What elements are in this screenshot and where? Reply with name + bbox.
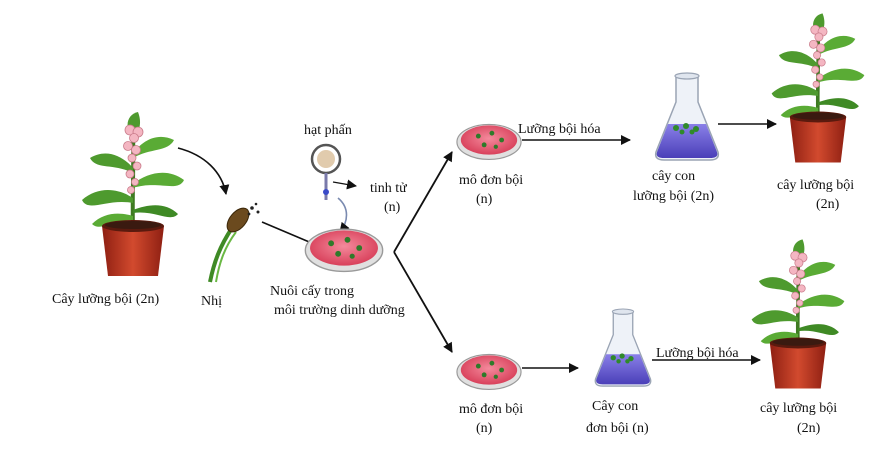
- parent-plant-label: Cây lưỡng bội (2n): [52, 292, 160, 307]
- flask-bottom-label-line1: Cây con: [592, 399, 639, 414]
- culture-label-line1: Nuôi cấy trong: [270, 284, 354, 299]
- stamen-icon: [208, 202, 260, 283]
- haploid-tissue-bottom-dish-icon: [456, 353, 522, 391]
- plant-top-icon: [769, 11, 867, 165]
- plant-top-label-line1: cây lưỡng bội: [777, 178, 855, 193]
- haploid-tissue-top-label-line2: (n): [476, 192, 493, 207]
- arrow-branch-bottom: [393, 251, 453, 353]
- haploid-tissue-bottom-label-line1: mô đơn bội: [459, 402, 524, 417]
- plant-bottom-label-line1: cây lưỡng bội: [760, 401, 838, 416]
- plant-top-label-line2: (2n): [816, 197, 840, 212]
- flask-bottom-icon: [594, 308, 652, 387]
- flask-top-icon: [654, 72, 720, 161]
- bottom-diploidize-label: Lưỡng bội hóa: [656, 346, 739, 361]
- culture-label-line2: môi trường dinh dưỡng: [274, 303, 405, 318]
- plant-bottom-icon: [749, 237, 847, 391]
- arrow-flower-to-stamen: [177, 147, 230, 195]
- sperm-label-line1: tinh tử: [370, 181, 407, 196]
- pollen-label: hạt phấn: [304, 123, 352, 138]
- arrow-branch-top: [393, 151, 453, 253]
- flask-top-label-line2: lưỡng bội (2n): [633, 189, 715, 204]
- flask-top-label-line1: cây con: [652, 169, 696, 184]
- pollen-grain-icon: [310, 143, 357, 200]
- flask-bottom-label-line2: đơn bội (n): [586, 421, 649, 436]
- haploid-tissue-bottom-label-line2: (n): [476, 421, 493, 436]
- arrow-pollen-to-culture: [337, 197, 350, 233]
- line-stamen-to-culture: [261, 221, 315, 245]
- parent-plant-icon: [80, 110, 186, 278]
- haploid-tissue-top-dish-icon: [456, 123, 522, 161]
- plant-bottom-label-line2: (2n): [797, 421, 821, 436]
- culture-dish-icon: [304, 228, 384, 273]
- sperm-label-line2: (n): [384, 200, 401, 215]
- top-diploidize-label: Lưỡng bội hóa: [518, 122, 601, 137]
- haploid-tissue-top-label-line1: mô đơn bội: [459, 173, 524, 188]
- stamen-label: Nhị: [201, 294, 222, 309]
